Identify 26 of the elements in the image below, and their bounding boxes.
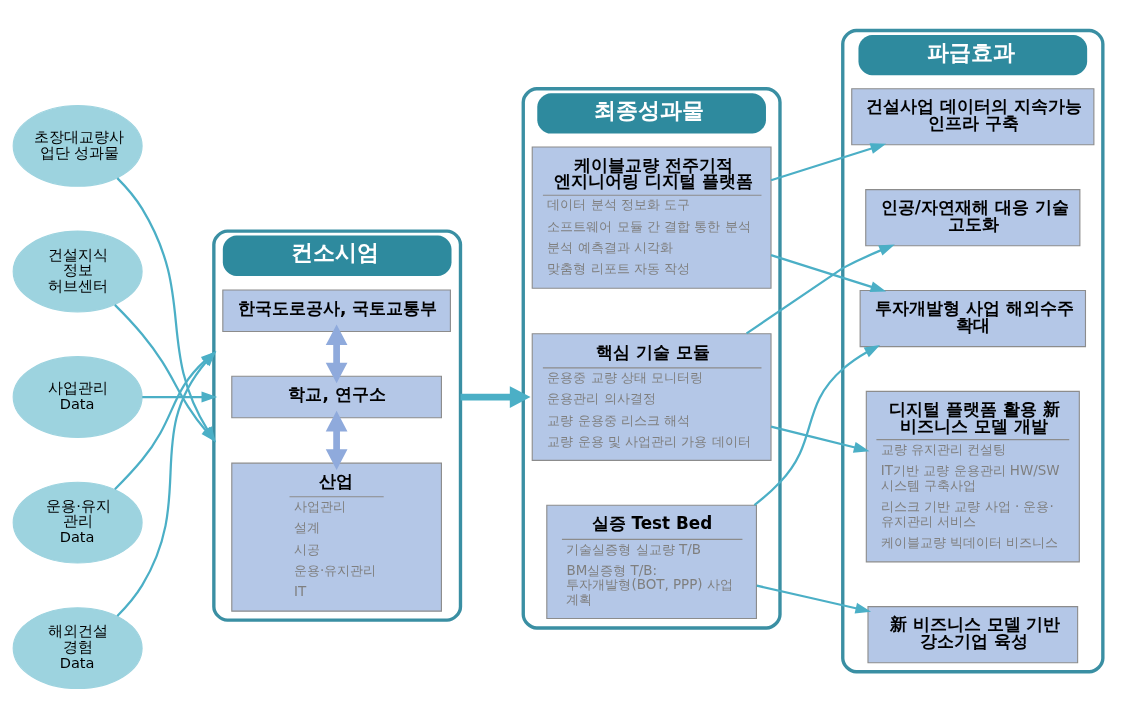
node-ellipse: 해외건설 경험 Data	[12, 606, 143, 689]
arrow	[142, 391, 218, 403]
arrow	[753, 344, 881, 506]
node-box: 디지털 플랫폼 활용 新 비즈니스 모델 개발 교량 유지관리 컨설팅 IT기반 교량 운용관리 HW/SW 시스템 구축사업 리스크 기반 교량 사업 · 운용· 유지관리 서비스 케이블교량 빅데이터 비즈니스	[865, 390, 1080, 562]
node-box: 핵심 기술 모듈 운용중 교량 상태 모니터링 운용관리 의사결정 교량 운용중 리스크 해석 교량 운용 및 사업관리 가용 데이터	[531, 332, 772, 461]
node-box: 산업 사업관리 설계 시공 운용·유지관리 IT	[231, 462, 442, 612]
node-box: 한국도로공사, 국토교통부	[222, 288, 451, 332]
arrow	[460, 385, 531, 408]
arrow	[770, 142, 887, 181]
node-ellipse: 초장대교량사업단 성과물	[12, 104, 143, 187]
node-box: 실증 Test Bed 기술실증형 실교량 T/B BM실증형 T/B: 투자개발형(BOT, PPP) 사업 계획	[546, 504, 757, 619]
node-box: 케이블교량 전주기적 엔지니어링 디지털 플랫폼 데이터 분석 정보화 도구 소프트웨어 모듈 간 결합 통한 분석 분석 예측결과 시각화 맞춤형 리포트 자동 작성	[531, 146, 772, 289]
arrow	[770, 253, 887, 292]
node-box: 투자개발형 사업 해외수주 확대	[859, 289, 1087, 347]
node-box: 인공/자연재해 대응 기술 고도화	[865, 188, 1081, 246]
node-box: 新 비즈니스 모델 기반 강소기업 육성	[867, 605, 1079, 663]
arrow	[325, 323, 348, 383]
node-ellipse: 운용·유지 관리 Data	[12, 481, 143, 563]
arrow	[325, 410, 348, 470]
arrow	[756, 584, 872, 614]
arrow	[770, 425, 870, 453]
node-ellipse: 사업관리 Data	[12, 355, 143, 438]
node-box: 건설사업 데이터의 지속가능 인프라 구축	[851, 87, 1095, 145]
arrow	[745, 243, 895, 334]
node-ellipse: 건설지식 정보 허브센터	[12, 230, 143, 312]
node-box: 학교, 연구소	[231, 375, 442, 418]
